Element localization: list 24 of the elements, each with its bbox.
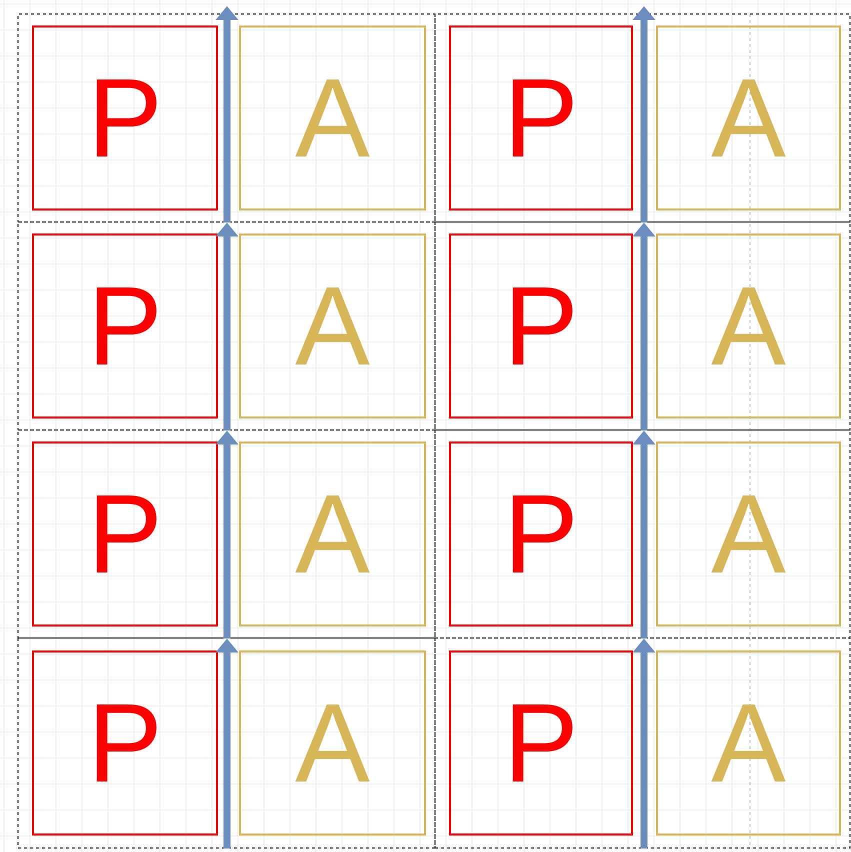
dashed-cell — [434, 222, 850, 430]
dashed-cell — [18, 14, 436, 222]
letter-box: A — [239, 26, 426, 210]
dashed-cell — [18, 638, 436, 848]
dashed-cell — [434, 14, 850, 222]
dashed-cell — [434, 638, 850, 848]
letter-box: P — [449, 234, 633, 418]
letter-box: A — [656, 650, 841, 836]
letter-box: P — [32, 26, 218, 210]
letter-box: A — [239, 442, 426, 626]
letter-box: A — [239, 650, 426, 836]
letter-box: P — [32, 650, 218, 836]
letter-box: P — [449, 26, 633, 210]
dashed-cell — [18, 222, 436, 430]
dashed-cell — [434, 430, 850, 638]
letter-box: P — [449, 442, 633, 626]
letter-box: A — [656, 26, 841, 210]
letter-box: A — [239, 234, 426, 418]
letter-box: A — [656, 442, 841, 626]
letter-box: P — [32, 234, 218, 418]
letter-box: P — [449, 650, 633, 836]
letter-box: P — [32, 442, 218, 626]
letter-box: A — [656, 234, 841, 418]
dashed-cell — [18, 430, 436, 638]
